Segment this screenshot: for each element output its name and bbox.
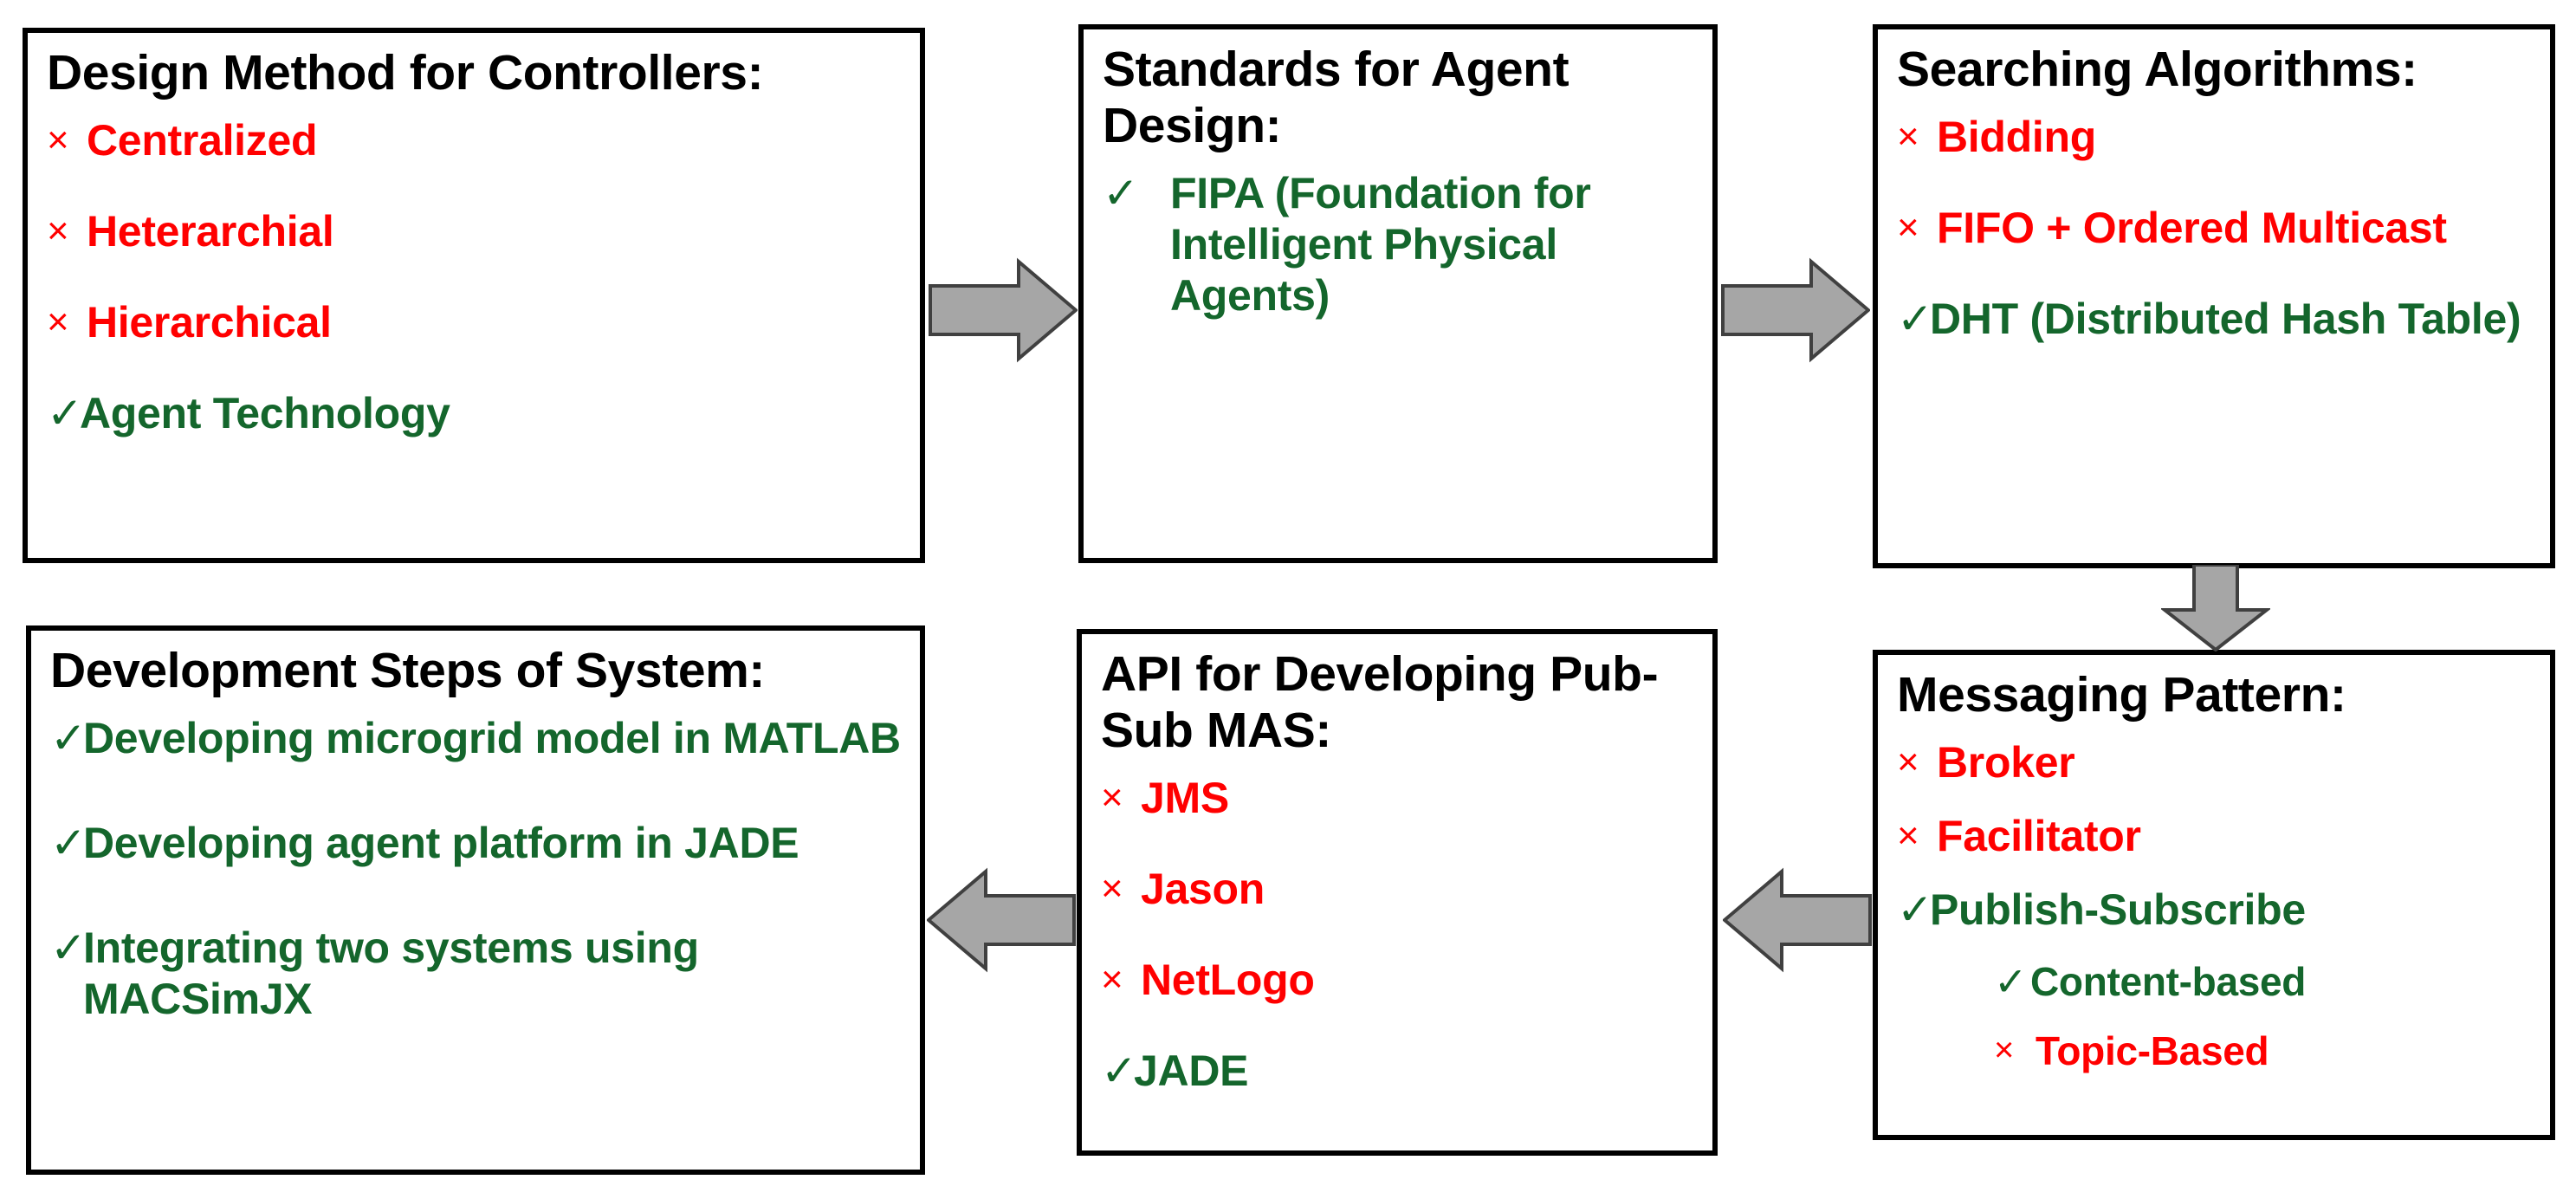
list-item: ✓ JADE [1101,1046,1697,1097]
list-item-label: Developing agent platform in JADE [83,818,799,867]
spacer [47,257,904,297]
check-icon: ✓ [50,818,87,867]
box-messaging: Messaging Pattern: × Broker × Facilitato… [1873,650,2555,1140]
cross-icon: × [47,209,69,252]
box-searching-title: Searching Algorithms: [1897,42,2417,97]
list-item-label: FIPA (Foundation for Intelligent Physica… [1170,168,1591,320]
box-api-items: × JMS × Jason × NetLogo ✓ JADE [1101,773,1697,1097]
cross-icon: × [1897,740,1919,783]
cross-icon: × [1994,1031,2015,1070]
list-item: × Bidding [1897,112,2534,163]
list-item-label: Centralized [87,115,318,165]
spacer [50,869,904,923]
spacer [1101,824,1697,864]
spacer [1897,936,2534,958]
list-item: ✓ Developing microgrid model in MATLAB [50,713,904,764]
list-item-label: Developing microgrid model in MATLAB [83,713,901,762]
list-item-label: Broker [1937,737,2075,787]
cross-icon: × [1897,813,1919,857]
spacer [1897,1005,2534,1027]
check-icon: ✓ [50,713,87,762]
list-item-label: Topic-Based [2036,1028,2269,1074]
list-item-label: JMS [1141,773,1229,822]
list-item: × FIFO + Ordered Multicast [1897,203,2534,254]
spacer [1897,862,2534,885]
arrow-left-icon [927,866,1076,974]
list-item: ✓ Integrating two systems using MACSimJX [50,923,904,1025]
spacer [47,348,904,388]
box-standards-items: ✓ FIPA (Foundation for Intelligent Physi… [1103,168,1697,321]
check-icon: ✓ [47,388,83,437]
box-development-steps: Development Steps of System: ✓ Developin… [26,625,925,1175]
list-item: × Hierarchical [47,297,904,348]
cross-icon: × [47,118,69,161]
list-item-label: Content-based [2030,958,2307,1004]
arrow-down-icon [2161,565,2270,651]
box-design-method-items: × Centralized × Heterarchial × Hierarchi… [47,115,904,439]
spacer [1897,788,2534,811]
list-item: × NetLogo [1101,955,1697,1006]
arrow-right-icon [929,256,1078,364]
spacer [1897,163,2534,203]
list-item-label: Integrating two systems using MACSimJX [83,923,699,1023]
list-item-label: Facilitator [1937,811,2141,860]
box-design-method-title: Design Method for Controllers: [47,45,764,100]
list-item: ✓ Publish-Subscribe [1897,885,2534,936]
box-development-steps-items: ✓ Developing microgrid model in MATLAB ✓… [50,713,904,1025]
list-item: × JMS [1101,773,1697,824]
box-searching: Searching Algorithms: × Bidding × FIFO +… [1873,24,2555,568]
check-icon: ✓ [1897,294,1933,343]
arrow-right-icon [1721,256,1870,364]
box-searching-items: × Bidding × FIFO + Ordered Multicast ✓ D… [1897,112,2534,345]
box-development-steps-title: Development Steps of System: [50,643,766,698]
spacer [1897,254,2534,294]
cross-icon: × [47,300,69,343]
list-item-label: DHT (Distributed Hash Table) [1930,294,2521,343]
cross-icon: × [1101,866,1123,910]
list-item-label: Publish-Subscribe [1930,885,2306,934]
list-item: × Jason [1101,864,1697,915]
list-item-label: JADE [1134,1046,1249,1095]
list-item-label: Agent Technology [80,388,450,437]
list-item: ✓ DHT (Distributed Hash Table) [1897,294,2534,345]
spacer [50,764,904,818]
box-api: API for Developing Pub-Sub MAS: × JMS × … [1077,629,1718,1156]
spacer [1101,1006,1697,1046]
check-icon: ✓ [1103,168,1139,217]
box-messaging-items: × Broker × Facilitator ✓ Publish-Subscri… [1897,737,2534,1075]
list-item: × Heterarchial [47,206,904,257]
list-item-label: NetLogo [1141,955,1315,1004]
cross-icon: × [1897,205,1919,249]
list-item: ✓ Agent Technology [47,388,904,439]
box-standards: Standards for Agent Design: ✓ FIPA (Foun… [1078,24,1718,563]
list-item: × Centralized [47,115,904,166]
list-item: ✓ Content-based [1897,958,2534,1005]
box-design-method: Design Method for Controllers: × Central… [23,28,925,563]
list-item: × Facilitator [1897,811,2534,862]
check-icon: ✓ [1994,958,2028,1004]
list-item: ✓ Developing agent platform in JADE [50,818,904,869]
arrow-left-icon [1723,866,1872,974]
list-item-label: FIFO + Ordered Multicast [1937,203,2447,252]
check-icon: ✓ [1897,885,1933,934]
box-api-title: API for Developing Pub-Sub MAS: [1101,646,1659,758]
list-item-label: Heterarchial [87,206,334,256]
list-item-label: Hierarchical [87,297,332,347]
list-item: × Topic-Based [1897,1027,2534,1074]
box-messaging-title: Messaging Pattern: [1897,667,2346,723]
spacer [47,166,904,206]
check-icon: ✓ [1101,1046,1137,1095]
spacer [1101,915,1697,955]
list-item-label: Jason [1141,864,1265,913]
cross-icon: × [1897,114,1919,158]
box-standards-title: Standards for Agent Design: [1103,42,1570,153]
list-item: ✓ FIPA (Foundation for Intelligent Physi… [1103,168,1697,321]
cross-icon: × [1101,957,1123,1001]
check-icon: ✓ [50,923,87,972]
list-item: × Broker [1897,737,2534,788]
cross-icon: × [1101,775,1123,819]
list-item-label: Bidding [1937,112,2096,161]
